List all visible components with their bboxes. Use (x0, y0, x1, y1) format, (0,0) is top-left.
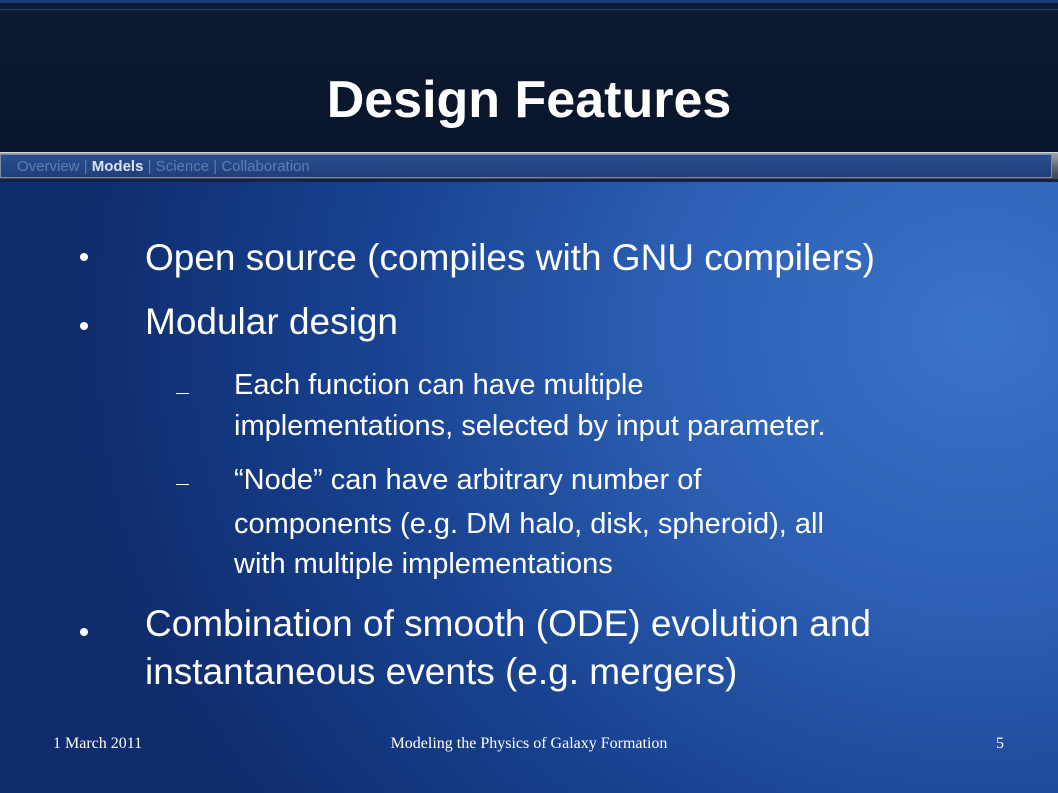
section-navigation-inner: Overview | Models | Science | Collaborat… (0, 154, 1052, 178)
nav-shadow (0, 180, 1058, 182)
bullet-combination-line-2: instantaneous events (e.g. mergers) (145, 651, 738, 692)
dash-bullet-icon (176, 484, 189, 485)
bullet-modular-design: Modular design (145, 301, 398, 342)
nav-item-science[interactable]: Science (155, 158, 210, 175)
bullet-dot-icon (80, 253, 88, 261)
section-navigation: Overview | Models | Science | Collaborat… (17, 158, 310, 176)
title-band: Design Features (0, 0, 1058, 155)
bullet-dot-icon (80, 628, 88, 636)
section-navigation-bar: Overview | Models | Science | Collaborat… (0, 152, 1058, 180)
nav-separator: | (83, 158, 92, 175)
nav-item-collaboration[interactable]: Collaboration (221, 158, 310, 175)
slide-title: Design Features (326, 71, 732, 129)
nav-item-models[interactable]: Models (91, 158, 144, 175)
nav-separator: | (213, 158, 222, 175)
footer-date: 1 March 2011 (53, 735, 143, 752)
sub-bullet-function-line-2: implementations, selected by input param… (234, 410, 826, 442)
footer-page-number: 5 (996, 735, 1004, 752)
nav-separator: | (147, 158, 156, 175)
bullet-open-source: Open source (compiles with GNU compilers… (145, 237, 875, 278)
bullet-dot-icon (80, 322, 88, 330)
bullet-combination-line-1: Combination of smooth (ODE) evolution an… (145, 603, 871, 644)
title-band-rule (0, 9, 1058, 10)
sub-bullet-node-line-2: components (e.g. DM halo, disk, spheroid… (234, 508, 824, 540)
sub-bullet-node-line-3: with multiple implementations (234, 548, 613, 580)
dash-bullet-icon (176, 393, 189, 394)
sub-bullet-function-line-1: Each function can have multiple (234, 369, 644, 401)
sub-bullet-node-line-1: “Node” can have arbitrary number of (234, 464, 702, 496)
nav-item-overview[interactable]: Overview (17, 158, 80, 175)
footer-title: Modeling the Physics of Galaxy Formation (390, 735, 668, 752)
